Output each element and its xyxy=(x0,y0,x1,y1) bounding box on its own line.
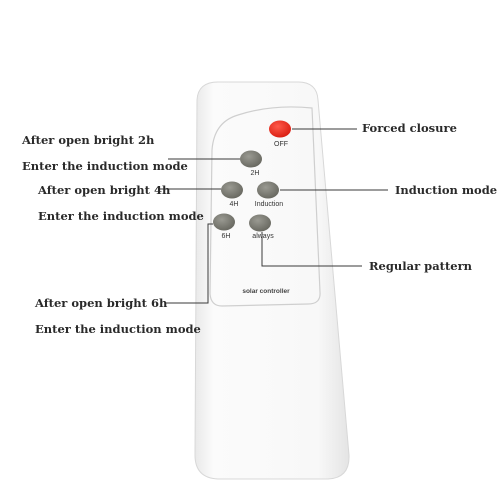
callout-2h: After open bright 2h Enter the induction… xyxy=(22,127,188,179)
off-label: OFF xyxy=(274,141,288,148)
leader-6h xyxy=(166,223,213,304)
4h-button[interactable] xyxy=(221,181,243,199)
off-button[interactable] xyxy=(269,120,291,138)
callout-6h: After open bright 6h Enter the induction… xyxy=(35,290,201,342)
callout-forced-closure-text: Forced closure xyxy=(362,121,457,135)
callout-induction-mode: Induction mode xyxy=(395,177,497,203)
callout-forced-closure: Forced closure xyxy=(362,115,457,141)
6h-button[interactable] xyxy=(213,213,235,231)
4h-label: 4H xyxy=(229,201,239,208)
callout-6h-line2: Enter the induction mode xyxy=(35,322,201,336)
always-label: always xyxy=(252,233,274,240)
callout-regular-pattern-text: Regular pattern xyxy=(369,259,473,273)
button-panel xyxy=(209,106,321,307)
6h-label: 6H xyxy=(221,233,231,240)
leader-regular xyxy=(261,232,362,267)
callout-4h-line1: After open bright 4h xyxy=(38,183,171,197)
2h-label: 2H xyxy=(250,170,260,177)
callout-regular-pattern: Regular pattern xyxy=(369,253,472,279)
induction-button[interactable] xyxy=(257,181,279,199)
callout-induction-mode-text: Induction mode xyxy=(395,183,498,197)
callout-6h-line1: After open bright 6h xyxy=(35,296,168,310)
2h-button[interactable] xyxy=(240,150,262,168)
callout-2h-line1: After open bright 2h xyxy=(22,133,155,147)
callout-4h-line2: Enter the induction mode xyxy=(38,209,204,223)
callout-4h: After open bright 4h Enter the induction… xyxy=(38,177,204,229)
leader-lines xyxy=(158,128,388,304)
induction-label: Induction xyxy=(254,201,284,208)
callout-2h-line2: Enter the induction mode xyxy=(22,159,188,173)
remote-body xyxy=(194,81,350,480)
always-button[interactable] xyxy=(249,214,271,232)
brand-label: solar controller xyxy=(242,288,290,295)
